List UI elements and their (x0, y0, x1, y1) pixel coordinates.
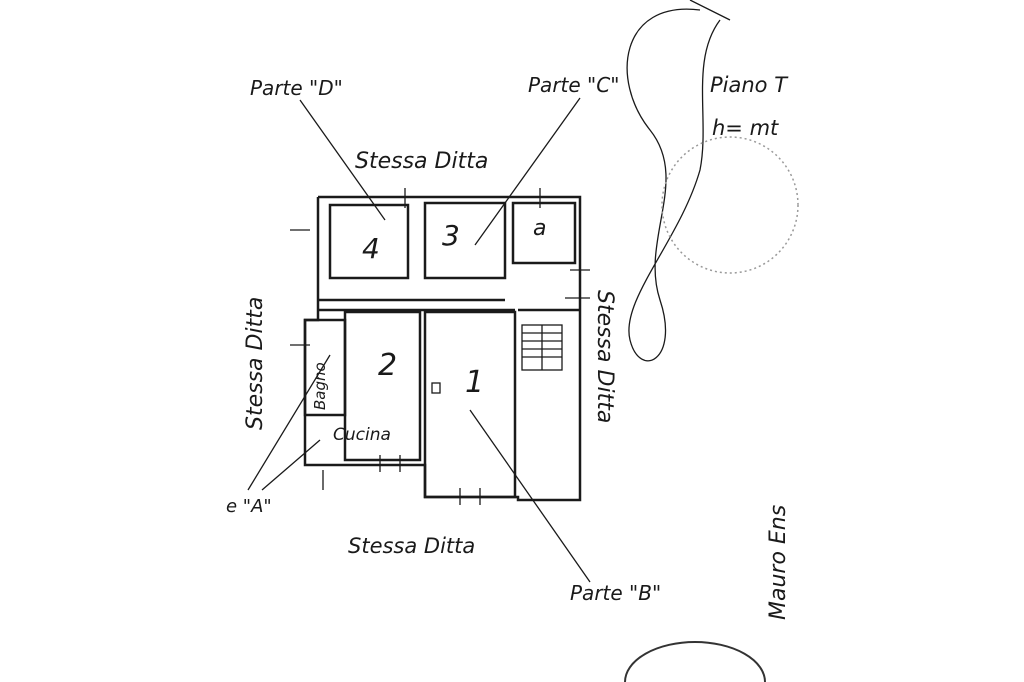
label-parte-a: e "A" (226, 496, 272, 517)
staircase (521, 324, 563, 371)
label-piano: Piano T (710, 73, 789, 97)
label-height: h= mt (712, 116, 779, 140)
bottom-stamp (624, 641, 766, 682)
room-cucina: Cucina (333, 425, 391, 445)
label-parte-b: Parte "B" (570, 581, 661, 605)
signature: Mauro Ens (766, 505, 791, 620)
room-4: 4 (362, 232, 380, 265)
room-1: 1 (465, 365, 484, 400)
room-2: 2 (378, 348, 397, 383)
leader-lines (247, 97, 591, 583)
building-walls (290, 188, 590, 505)
label-stessa-ditta-left: Stessa Ditta (243, 297, 268, 430)
label-stessa-ditta-top: Stessa Ditta (355, 149, 488, 174)
label-parte-c: Parte "C" (528, 73, 619, 97)
room-bagno: Bagno (311, 362, 329, 410)
signature-scribble (626, 0, 731, 362)
label-stessa-ditta-right: Stessa Ditta (592, 290, 617, 423)
label-stessa-ditta-bottom: Stessa Ditta (348, 534, 475, 558)
stamp-seal (661, 136, 799, 274)
room-a: a (533, 216, 546, 241)
label-parte-d: Parte "D" (250, 76, 343, 100)
room-3: 3 (442, 219, 460, 252)
